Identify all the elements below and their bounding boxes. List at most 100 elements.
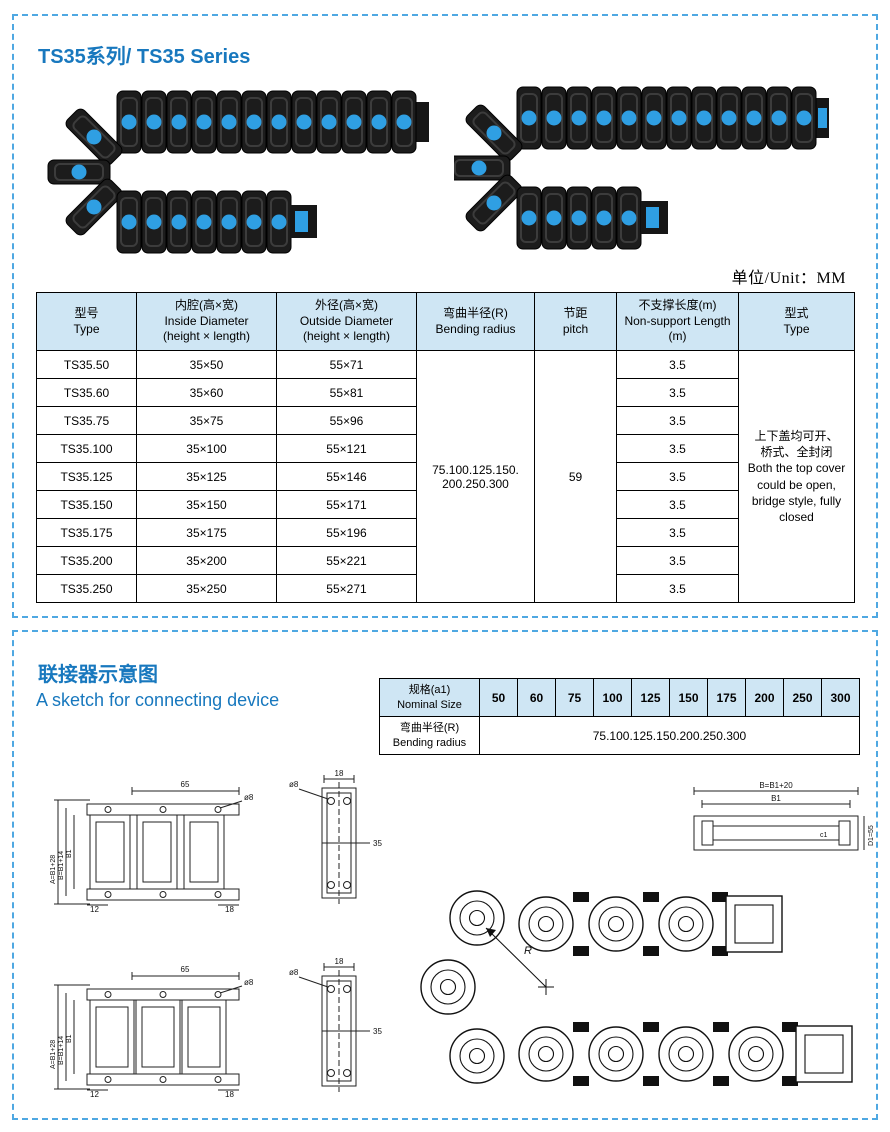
header-line: Outside Diameter	[299, 313, 394, 328]
header-line: 节距	[563, 305, 588, 320]
cell-nonsupport: 3.5	[616, 490, 739, 519]
connector-title-cn: 联接器示意图	[38, 664, 158, 686]
dim-b: B=B1+14	[58, 1036, 65, 1065]
table-row: TS35.60 35×60 55×81 3.5	[36, 378, 855, 407]
header-line: 型号	[74, 305, 99, 320]
cell-nonsupport: 3.5	[616, 378, 739, 407]
series-title: TS35系列/ TS35 Series	[38, 46, 251, 68]
dim-dia8: ø8	[244, 978, 254, 987]
cell-model: TS35.50	[36, 350, 137, 379]
connector-drawing-side-1: 18 35 ø8	[289, 769, 382, 904]
header-line: (height × length)	[162, 329, 251, 344]
cell-inside: 35×200	[136, 546, 277, 575]
header-line: Inside Diameter	[164, 313, 249, 328]
spec-header-row: 型号 Type 内腔(高×宽) Inside Diameter (height …	[36, 292, 855, 351]
col-header-pitch: 节距 pitch	[534, 292, 617, 351]
cell-nonsupport: 3.5	[616, 546, 739, 575]
dim-r: R	[524, 945, 532, 957]
cell-inside: 35×60	[136, 378, 277, 407]
dim-b1: B1	[66, 849, 73, 858]
dim-d1: D1=55	[868, 825, 875, 846]
dim-18: 18	[225, 1090, 234, 1097]
col-header-model: 型号 Type	[36, 292, 137, 351]
size-cell: 125	[631, 678, 670, 717]
dim-a: A=B1+28	[50, 1040, 57, 1069]
nominal-size-table: 规格(a1) Nominal Size 50 60 75 100 125 150…	[379, 678, 860, 755]
dim-18: 18	[335, 957, 344, 966]
cell-model: TS35.200	[36, 546, 137, 575]
chain-bend-drawing: R	[420, 890, 853, 1086]
dim-35: 35	[373, 839, 382, 848]
dim-c1: c1	[820, 832, 828, 839]
cell-inside: 35×150	[136, 490, 277, 519]
size-cell: 300	[821, 678, 860, 717]
cell-model: TS35.150	[36, 490, 137, 519]
bending-radius-values: 75.100.125.150.200.250.300	[479, 716, 860, 755]
dim-b-eq: B=B1+20	[759, 781, 793, 790]
cell-model: TS35.250	[36, 574, 137, 603]
col-header-bending-radius: 弯曲半径(R) Bending radius	[416, 292, 535, 351]
dim-35: 35	[373, 1027, 382, 1036]
connector-title-en: A sketch for connecting device	[36, 690, 280, 710]
series-panel: TS35系列/ TS35 Series	[12, 14, 878, 618]
header-line: 不支撑长度(m)	[638, 298, 717, 313]
cell-nonsupport: 3.5	[616, 350, 739, 379]
col-header-style: 型式 Type	[738, 292, 855, 351]
header-line: 弯曲半径(R)	[443, 305, 508, 320]
bending-radius-row: 弯曲半径(R) Bending radius 75.100.125.150.20…	[379, 716, 860, 755]
cell-model: TS35.175	[36, 518, 137, 547]
table-row: TS35.200 35×200 55×221 3.5	[36, 546, 855, 575]
cell-nonsupport: 3.5	[616, 518, 739, 547]
nominal-size-label: 规格(a1) Nominal Size	[379, 678, 480, 717]
product-photos	[34, 78, 858, 264]
size-cell: 75	[555, 678, 594, 717]
dim-12: 12	[90, 905, 99, 912]
table-row: TS35.50 35×50 55×71 75.100.125.150. 200.…	[36, 350, 855, 603]
cell-model: TS35.100	[36, 434, 137, 463]
header-line: (height × length)	[302, 329, 391, 344]
cell-outside: 55×71	[276, 350, 417, 379]
dim-12: 12	[90, 1090, 99, 1097]
cell-inside: 35×75	[136, 406, 277, 435]
bending-radius-label: 弯曲半径(R) Bending radius	[379, 716, 480, 755]
cell-outside: 55×271	[276, 574, 417, 603]
cell-model: TS35.60	[36, 378, 137, 407]
dim-dia8: ø8	[244, 793, 254, 802]
cell-outside: 55×221	[276, 546, 417, 575]
header-line: Bending radius	[435, 321, 516, 336]
header-line: Non-support Length	[624, 313, 731, 328]
table-row: TS35.250 35×250 55×271 3.5	[36, 574, 855, 603]
table-row: TS35.175 35×175 55×196 3.5	[36, 518, 855, 547]
drag-chain-photo-1	[47, 90, 429, 254]
spec-table: 型号 Type 内腔(高×宽) Inside Diameter (height …	[36, 292, 855, 603]
table-row: TS35.125 35×125 55×146 3.5	[36, 462, 855, 491]
cell-inside: 35×50	[136, 350, 277, 379]
cell-inside: 35×250	[136, 574, 277, 603]
dim-18: 18	[335, 769, 344, 778]
cell-model: TS35.75	[36, 406, 137, 435]
size-cell: 175	[707, 678, 746, 717]
cell-outside: 55×121	[276, 434, 417, 463]
cell-outside: 55×81	[276, 378, 417, 407]
dim-dia8: ø8	[289, 780, 299, 789]
col-header-inside: 内腔(高×宽) Inside Diameter (height × length…	[136, 292, 277, 351]
dim-b1: B1	[66, 1034, 73, 1043]
header-line: 型式	[784, 305, 809, 320]
cell-inside: 35×175	[136, 518, 277, 547]
size-cell: 150	[669, 678, 708, 717]
dim-18: 18	[225, 905, 234, 912]
header-line: pitch	[562, 321, 589, 336]
col-header-outside: 外径(高×宽) Outside Diameter (height × lengt…	[276, 292, 417, 351]
cell-inside: 35×125	[136, 462, 277, 491]
header-line: Type	[73, 321, 100, 336]
size-cell: 50	[479, 678, 518, 717]
cell-outside: 55×196	[276, 518, 417, 547]
dim-b: B=B1+14	[58, 851, 65, 880]
cell-bending-radius-merged: 75.100.125.150. 200.250.300	[416, 350, 535, 603]
connector-drawing-top-2: 65 A=B1+28 B=B1+14 B1 12 18 ø8	[50, 965, 254, 1097]
connector-drawing-section: B=B1+20 B1 c1 D1=55	[693, 781, 875, 851]
cell-outside: 55×171	[276, 490, 417, 519]
dim-65: 65	[181, 965, 190, 974]
header-line: 外径(高×宽)	[314, 298, 378, 313]
